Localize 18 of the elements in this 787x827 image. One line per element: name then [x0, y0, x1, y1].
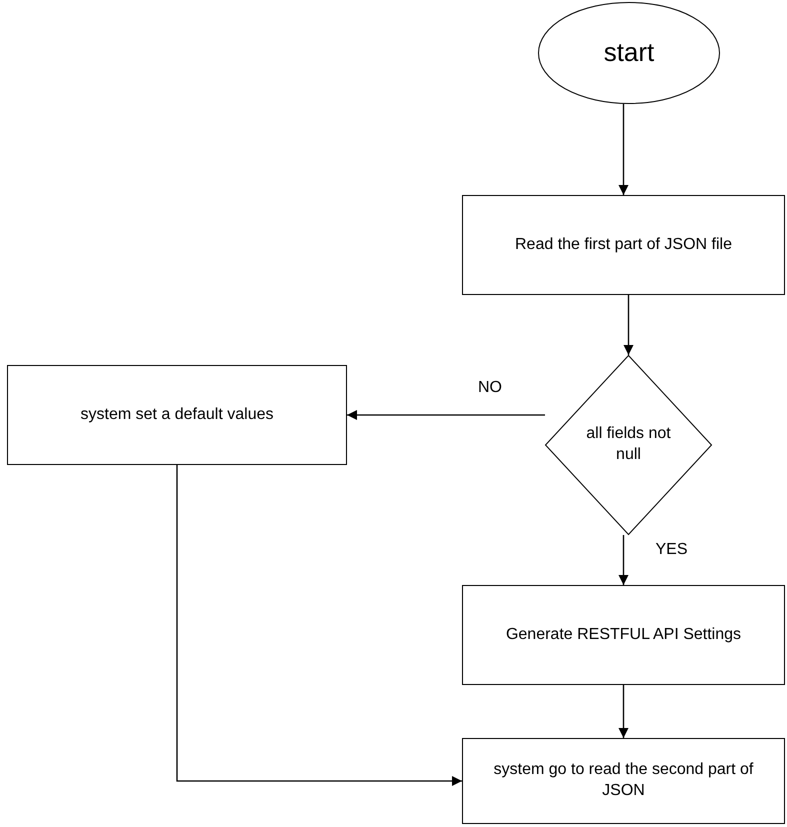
arrow [618, 535, 628, 585]
arrow [624, 295, 634, 355]
node-text: Read the first part of JSON file [515, 234, 732, 255]
process-box [462, 585, 785, 685]
start-ellipse [538, 2, 720, 104]
node-text: all fields not null [585, 424, 672, 465]
node-text: system set a default values [80, 404, 274, 425]
decision-diamond [545, 355, 712, 535]
arrow [618, 685, 628, 738]
node-text: Generate RESTFUL API Settings [506, 624, 742, 645]
node-text: start [604, 36, 654, 70]
process-box [7, 365, 347, 465]
process-box [462, 195, 785, 295]
process-box [462, 738, 785, 824]
arrow [176, 465, 462, 786]
arrow [347, 410, 545, 420]
arrow [618, 104, 628, 195]
node-text: system go to read the second part of JSON [492, 760, 754, 801]
